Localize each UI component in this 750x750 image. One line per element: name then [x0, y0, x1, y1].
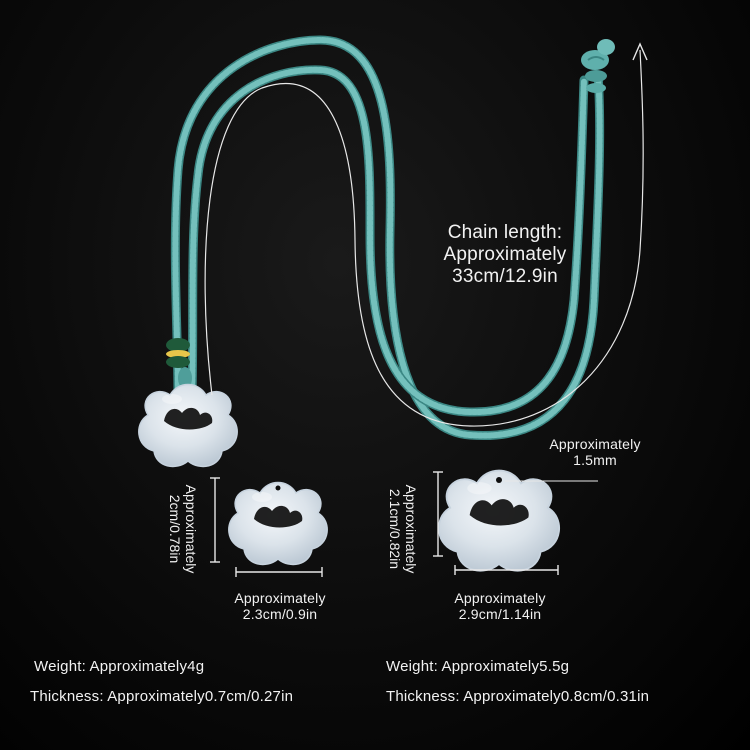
hole-size-approx: Approximately	[549, 436, 641, 452]
large-pendant	[437, 469, 561, 572]
small-height-label: Approximately 2cm/0.78in	[167, 468, 199, 590]
small-height-value: 2cm/0.78in	[167, 494, 184, 564]
chain-length-value: 33cm/12.9in	[452, 265, 558, 287]
small-thickness: Thickness: Approximately0.7cm/0.27in	[30, 688, 294, 705]
large-height-value: 2.1cm/0.82in	[387, 488, 404, 570]
small-weight: Weight: Approximately4g	[34, 658, 205, 675]
sliding-knot	[581, 39, 615, 93]
chain-length-title: Chain length:	[447, 222, 563, 243]
hanging-pendant	[138, 383, 238, 468]
small-pendant-dimensions	[210, 477, 323, 577]
small-width-value: 2.3cm/0.9in	[242, 606, 318, 623]
chain-length-approx: Approximately	[443, 243, 567, 265]
large-weight: Weight: Approximately5.5g	[386, 658, 570, 675]
chain-length-arrow	[204, 42, 648, 427]
bead-stack	[166, 338, 192, 389]
large-width-value: 2.9cm/1.14in	[458, 606, 542, 623]
large-pendant-dimensions	[433, 471, 559, 575]
hole-size-label: Approximately 1.5mm	[530, 436, 660, 468]
small-width-approx: Approximately	[234, 590, 326, 606]
hole-size-value: 1.5mm	[573, 452, 617, 469]
small-pendant	[228, 481, 328, 566]
large-height-label: Approximately 2.1cm/0.82in	[387, 468, 419, 590]
large-width-approx: Approximately	[454, 590, 546, 606]
small-height-approx: Approximately	[183, 484, 199, 574]
necklace-cord	[170, 35, 605, 441]
chain-length-label: Chain length: Approximately 33cm/12.9in	[420, 222, 590, 288]
small-width-label: Approximately 2.3cm/0.9in	[212, 590, 348, 622]
large-height-approx: Approximately	[403, 484, 419, 574]
large-thickness: Thickness: Approximately0.8cm/0.31in	[386, 688, 650, 705]
large-width-label: Approximately 2.9cm/1.14in	[432, 590, 568, 622]
